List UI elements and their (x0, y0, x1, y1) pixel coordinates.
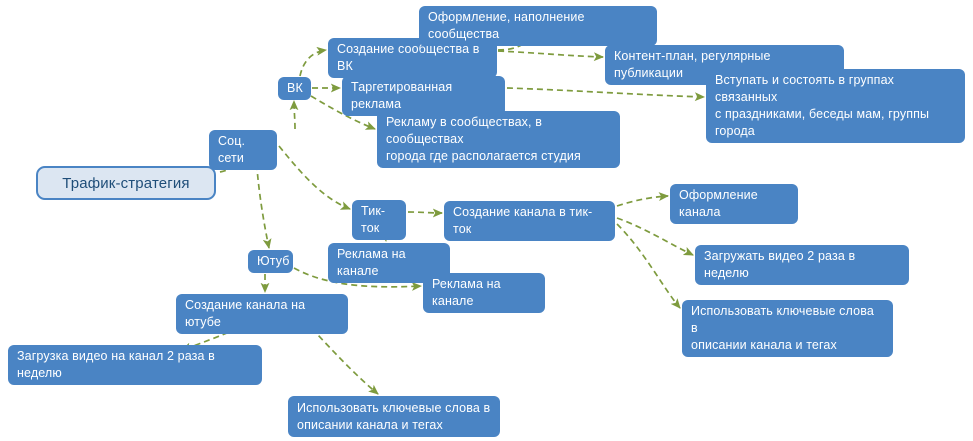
edge-vk-to-vk_create (299, 46, 328, 77)
node-tt_upload[interactable]: Загружать видео 2 раза в неделю (695, 245, 909, 285)
node-vk_design[interactable]: Оформление, наполнение сообщества (419, 6, 657, 46)
edge-soc-to-vk (289, 99, 299, 130)
edge-tiktok-to-tt_create (407, 208, 444, 218)
node-label-vk_groups: Вступать и состоять в группах связанных … (715, 73, 930, 138)
node-yt_upload[interactable]: Загрузка видео на канал 2 раза в неделю (8, 345, 262, 385)
node-label-vk_ads: Рекламу в сообществах, в сообществах гор… (386, 115, 581, 163)
node-label-youtube: Ютуб (257, 254, 290, 268)
node-label-soc: Соц. сети (218, 134, 246, 165)
node-tt_design[interactable]: Оформление канала (670, 184, 798, 224)
node-label-tt_design: Оформление канала (679, 188, 758, 219)
node-label-yt_upload: Загрузка видео на канал 2 раза в неделю (17, 349, 215, 380)
node-yt_ads[interactable]: Реклама на канале (423, 273, 545, 313)
node-label-vk_content: Контент-план, регулярные публикации (614, 49, 771, 80)
edge-tt_create-to-tt_keywords (616, 223, 681, 309)
node-label-tiktok: Тик-ток (361, 204, 386, 235)
node-yt_create[interactable]: Создание канала на ютубе (176, 294, 348, 334)
edge-tt_create-to-tt_design (616, 192, 670, 207)
node-label-vk: ВК (287, 81, 303, 95)
node-vk_ads[interactable]: Рекламу в сообществах, в сообществах гор… (377, 111, 620, 168)
node-label-vk_target: Таргетированная реклама (351, 80, 453, 111)
node-label-vk_design: Оформление, наполнение сообщества (428, 10, 585, 41)
node-tt_keywords[interactable]: Использовать ключевые слова в описании к… (682, 300, 893, 357)
node-label-root: Трафик-стратегия (62, 174, 190, 192)
node-label-tt_upload: Загружать видео 2 раза в неделю (704, 249, 856, 280)
node-label-tt_create: Создание канала в тик-ток (453, 205, 593, 236)
node-label-yt_keywords: Использовать ключевые слова в описании к… (297, 400, 491, 432)
node-vk_target[interactable]: Таргетированная реклама (342, 76, 505, 116)
node-soc[interactable]: Соц. сети (209, 130, 277, 170)
edge-soc-to-tiktok (278, 145, 351, 210)
node-vk[interactable]: ВК (278, 77, 311, 100)
edge-vk_target-to-vk_groups (506, 87, 706, 102)
node-label-yt_ads: Реклама на канале (432, 277, 501, 308)
node-label-vk_create: Создание сообщества в ВК (337, 42, 480, 73)
node-label-yt_create: Создание канала на ютубе (185, 298, 306, 329)
node-youtube[interactable]: Ютуб (248, 250, 293, 273)
node-tiktok[interactable]: Тик-ток (352, 200, 406, 240)
node-label-tt_keywords: Использовать ключевые слова в описании к… (691, 304, 874, 352)
edge-vk_create-to-vk_content (497, 50, 605, 62)
node-root[interactable]: Трафик-стратегия (36, 166, 216, 200)
node-vk_groups[interactable]: Вступать и состоять в группах связанных … (706, 69, 965, 143)
node-yt_keywords[interactable]: Использовать ключевые слова в описании к… (288, 396, 500, 437)
node-tt_create[interactable]: Создание канала в тик-ток (444, 201, 615, 241)
